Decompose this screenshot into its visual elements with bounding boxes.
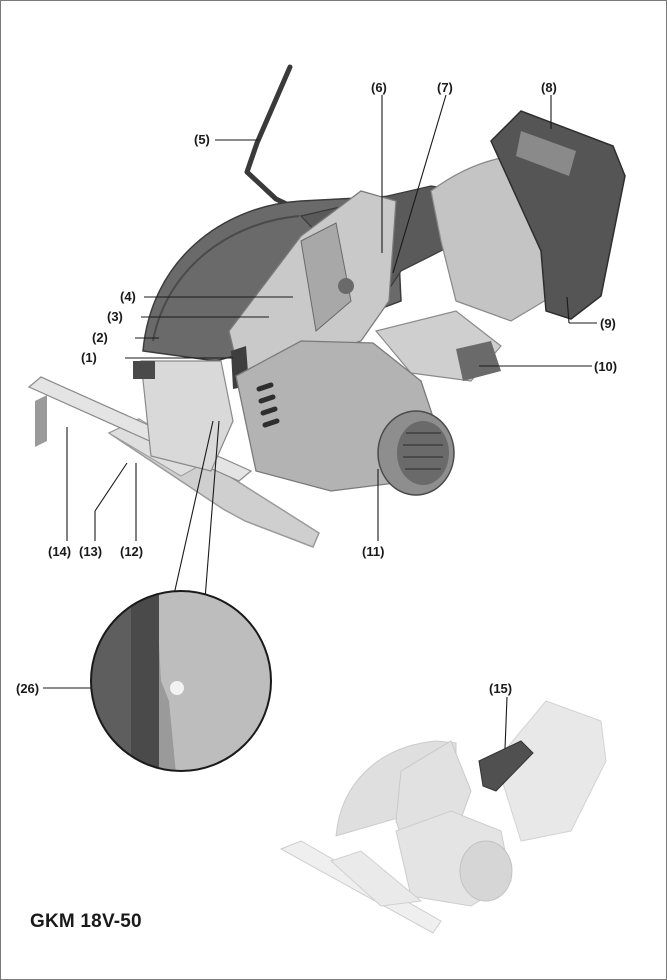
highlighted-handle — [478, 740, 534, 792]
callout-26: (26) — [16, 681, 39, 696]
callout-8: (8) — [541, 80, 557, 95]
detail-magnifier — [90, 590, 272, 772]
callout-10: (10) — [594, 359, 617, 374]
callout-6: (6) — [371, 80, 387, 95]
callout-14: (14) — [48, 544, 71, 559]
hex-key — [244, 64, 304, 214]
callout-5: (5) — [194, 132, 210, 147]
callout-2: (2) — [92, 330, 108, 345]
model-title: GKM 18V-50 — [30, 911, 142, 932]
callout-labels: (5) (6) (7) (8) (9) (10) (4) (3) (2) (1)… — [16, 80, 617, 696]
callout-15: (15) — [489, 681, 512, 696]
battery-pack — [490, 110, 626, 320]
callout-1: (1) — [81, 350, 97, 365]
callout-3: (3) — [107, 309, 123, 324]
callout-4: (4) — [120, 289, 136, 304]
callout-11: (11) — [362, 544, 384, 559]
main-circular-saw — [27, 64, 626, 548]
callout-7: (7) — [437, 80, 453, 95]
callout-9: (9) — [600, 316, 616, 331]
callout-12: (12) — [120, 544, 143, 559]
callout-13: (13) — [79, 544, 102, 559]
secondary-saw-faded — [279, 700, 607, 934]
